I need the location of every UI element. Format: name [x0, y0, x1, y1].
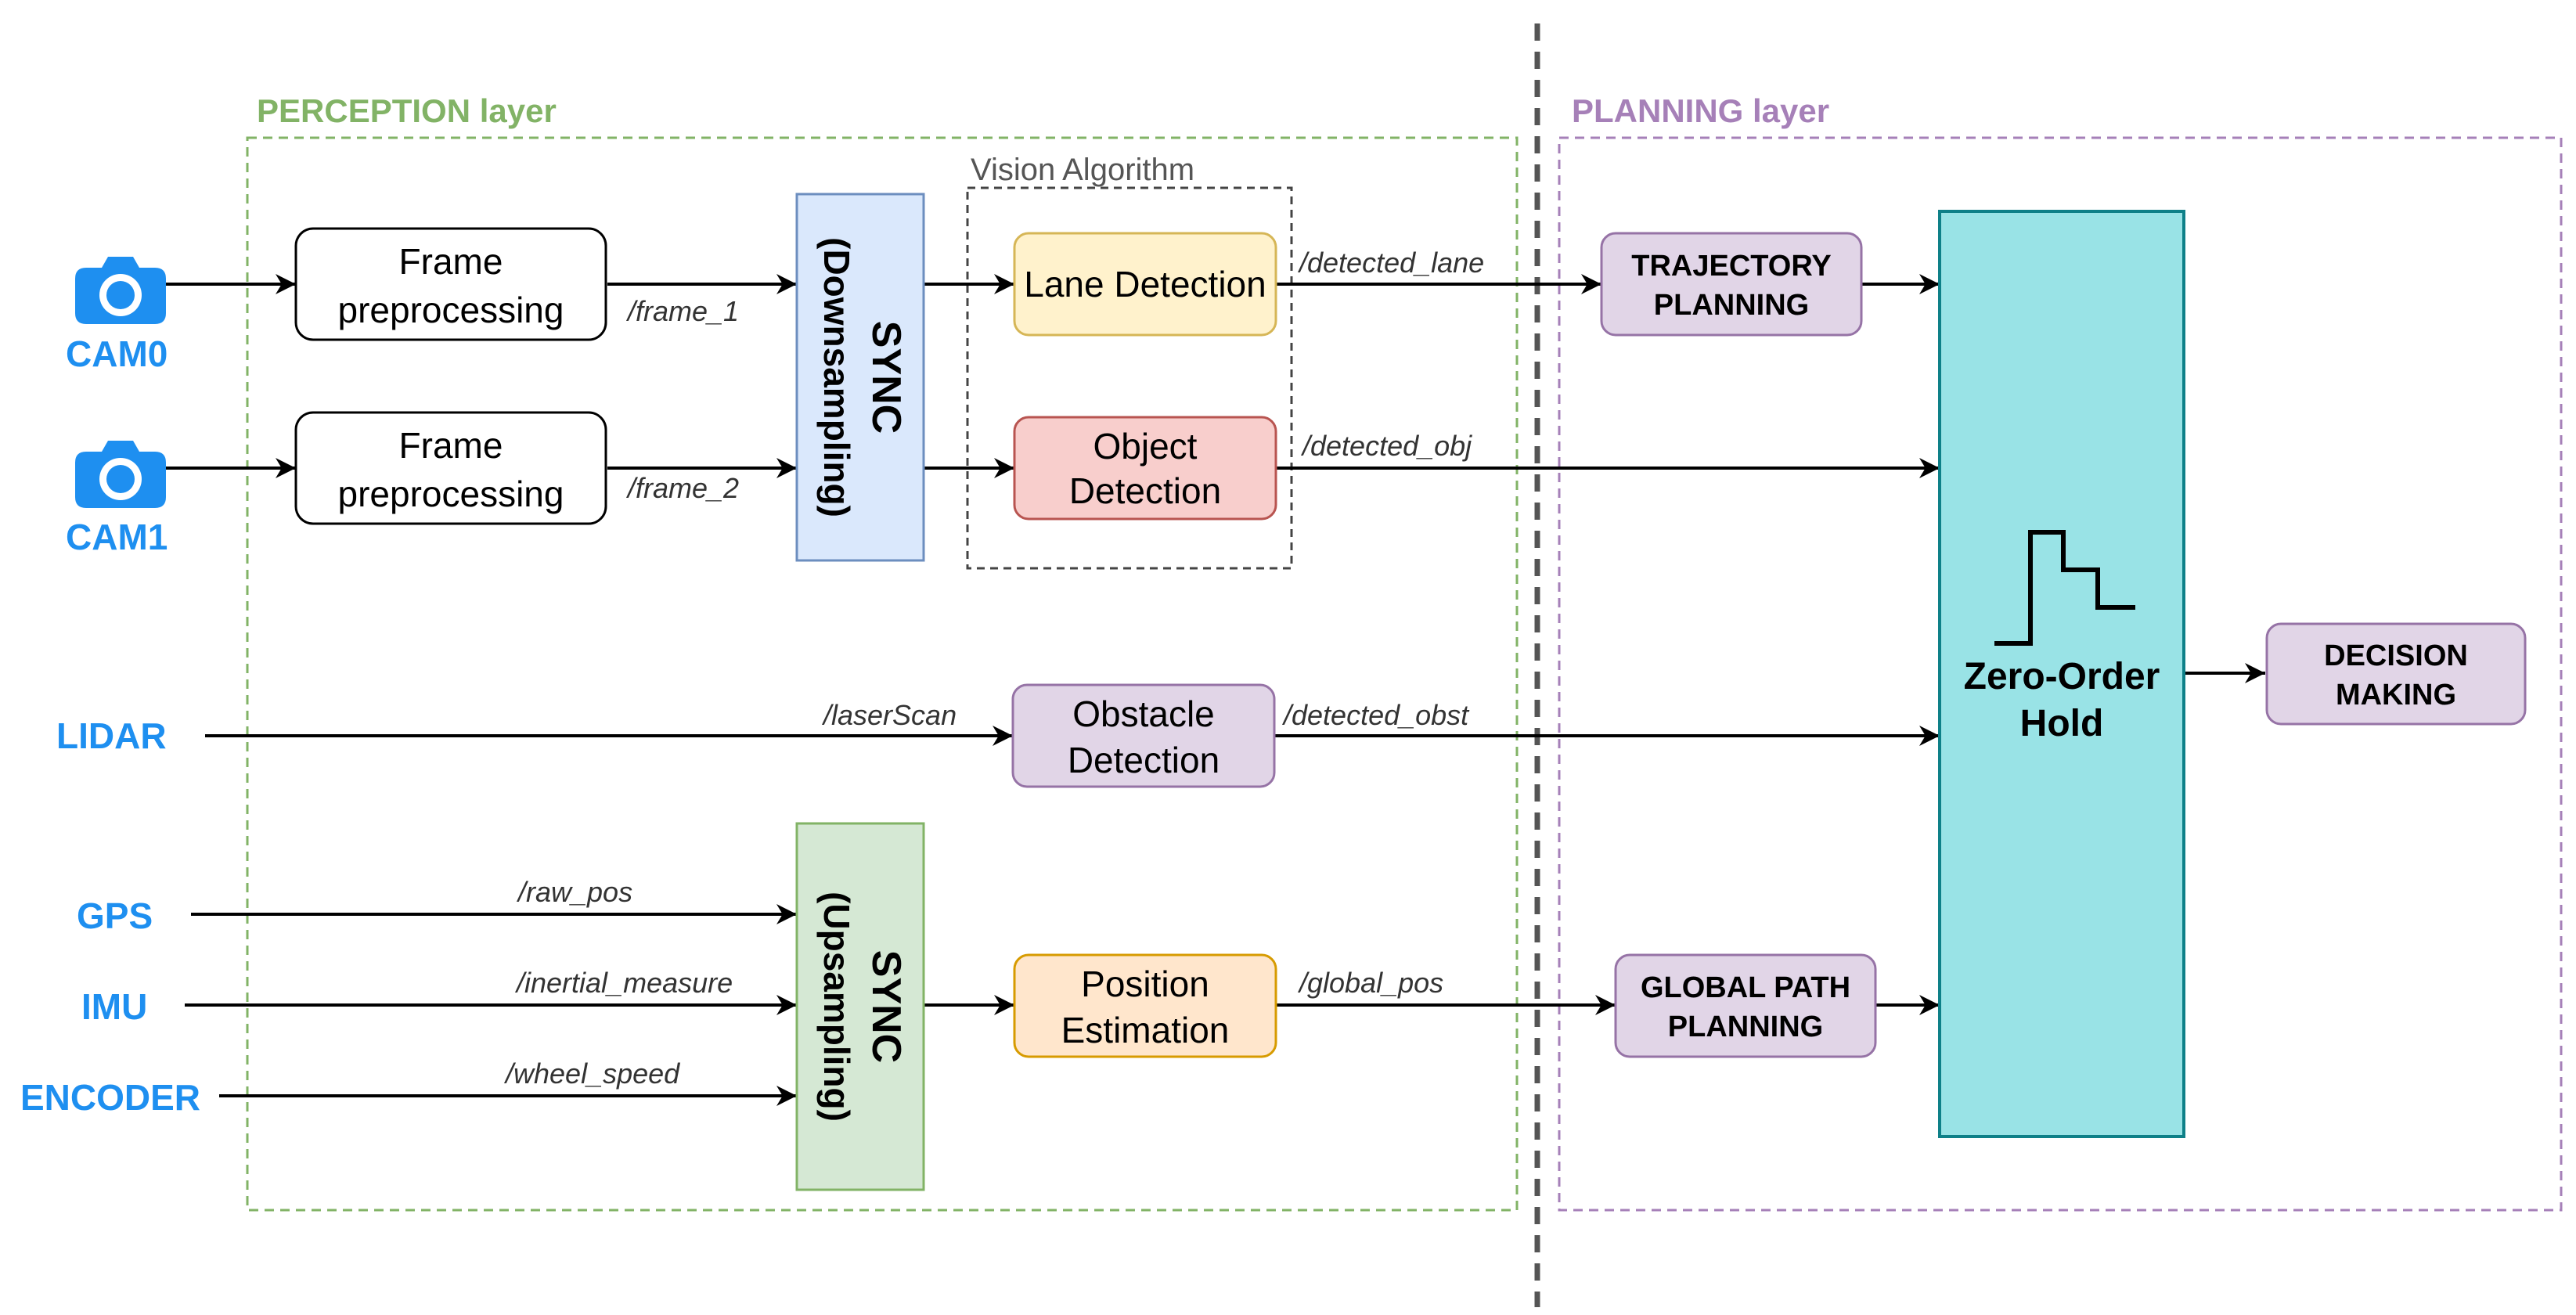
svg-text:Obstacle: Obstacle	[1072, 694, 1215, 734]
svg-text:GLOBAL PATH: GLOBAL PATH	[1641, 971, 1850, 1004]
source-cam1: CAM1	[66, 517, 168, 557]
sync-downsampling-node: SYNC (Downsampling)	[795, 193, 925, 562]
source-gps: GPS	[77, 895, 153, 936]
frame-preprocessing-node-1: Frame preprocessing	[294, 227, 607, 341]
svg-text:Detection: Detection	[1069, 470, 1221, 511]
trajectory-planning-node: TRAJECTORY PLANNING	[1600, 232, 1863, 337]
svg-text:PLANNING: PLANNING	[1668, 1011, 1823, 1043]
svg-text:SYNC: SYNC	[863, 321, 909, 434]
svg-text:Frame: Frame	[399, 241, 503, 282]
position-estimation-node: Position Estimation	[1013, 953, 1277, 1058]
lane-detection-node: Lane Detection	[1013, 232, 1277, 337]
edges	[164, 274, 2265, 1106]
topic-laser-scan: /laserScan	[821, 699, 957, 731]
camera-icon	[75, 257, 166, 324]
topic-frame-1: /frame_1	[625, 295, 739, 327]
svg-text:(Upsampling): (Upsampling)	[816, 892, 857, 1122]
svg-text:Zero-Order: Zero-Order	[1964, 656, 2160, 697]
perception-layer-title: PERCEPTION layer	[257, 92, 557, 129]
svg-text:preprocessing: preprocessing	[338, 290, 564, 330]
svg-text:Lane Detection: Lane Detection	[1024, 264, 1266, 304]
vision-algorithm-group	[966, 186, 1293, 570]
perception-layer-frame	[246, 136, 1519, 1212]
source-lidar: LIDAR	[56, 715, 167, 756]
zero-order-hold-node: Zero-Order Hold	[1938, 210, 2185, 1138]
topic-wheel-speed: /wheel_speed	[503, 1057, 680, 1090]
source-imu: IMU	[81, 986, 147, 1027]
topic-raw-pos: /raw_pos	[516, 876, 632, 908]
step-signal-icon	[1994, 530, 2135, 646]
svg-text:Position: Position	[1081, 964, 1209, 1004]
svg-text:preprocessing: preprocessing	[338, 474, 564, 514]
svg-text:MAKING: MAKING	[2336, 679, 2456, 712]
vision-algorithm-title: Vision Algorithm	[971, 153, 1194, 187]
source-cam0: CAM0	[66, 333, 168, 374]
svg-text:Hold: Hold	[2020, 703, 2104, 744]
source-encoder: ENCODER	[20, 1077, 200, 1118]
topic-frame-2: /frame_2	[625, 472, 739, 504]
planning-layer-title: PLANNING layer	[1572, 92, 1829, 129]
svg-text:PLANNING: PLANNING	[1654, 289, 1809, 322]
topic-detected-lane: /detected_lane	[1297, 247, 1484, 279]
object-detection-node: Object Detection	[1013, 416, 1277, 521]
topic-detected-obst: /detected_obst	[1281, 699, 1470, 731]
svg-text:Estimation: Estimation	[1061, 1010, 1230, 1050]
svg-text:Object: Object	[1093, 426, 1198, 467]
svg-text:(Downsampling): (Downsampling)	[816, 237, 857, 517]
obstacle-detection-node: Obstacle Detection	[1011, 683, 1276, 788]
planning-layer-frame	[1558, 136, 2563, 1212]
sync-upsampling-node: SYNC (Upsampling)	[795, 822, 925, 1191]
svg-text:DECISION: DECISION	[2324, 639, 2468, 672]
topic-global-pos: /global_pos	[1297, 967, 1443, 999]
svg-text:Detection: Detection	[1068, 740, 1220, 780]
topic-detected-obj: /detected_obj	[1300, 430, 1472, 462]
svg-text:Frame: Frame	[399, 425, 503, 466]
frame-preprocessing-node-2: Frame preprocessing	[294, 411, 607, 525]
topic-inertial-measure: /inertial_measure	[514, 967, 733, 999]
decision-making-node: DECISION MAKING	[2265, 622, 2527, 726]
global-path-planning-node: GLOBAL PATH PLANNING	[1614, 953, 1877, 1058]
svg-text:SYNC: SYNC	[863, 950, 909, 1063]
camera-icon	[75, 441, 166, 508]
svg-text:TRAJECTORY: TRAJECTORY	[1631, 250, 1831, 283]
